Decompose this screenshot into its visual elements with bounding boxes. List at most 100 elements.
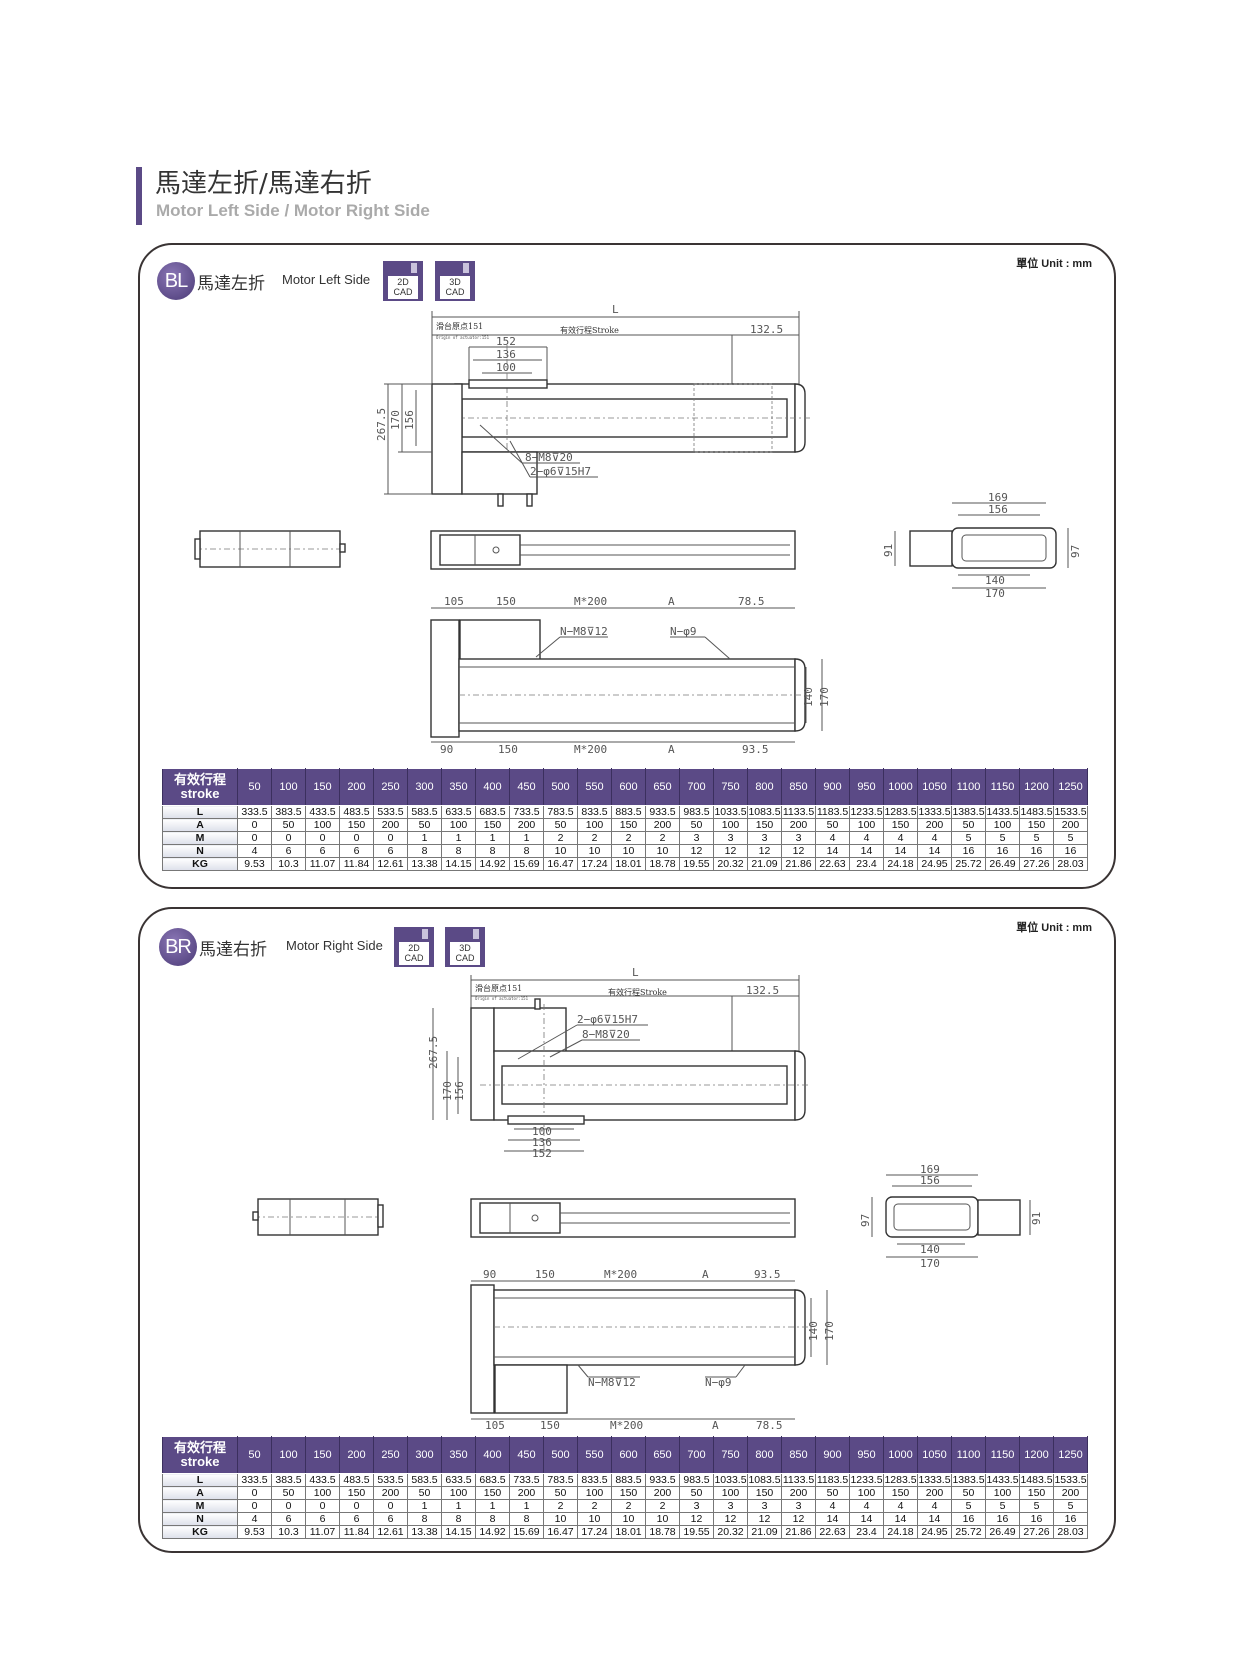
table-cell: 200 xyxy=(645,1486,680,1500)
table-cell: 4 xyxy=(237,844,272,858)
table-cell: 833.5 xyxy=(577,805,612,819)
table-cell: 150 xyxy=(747,818,782,832)
table-cell: 16 xyxy=(1019,844,1054,858)
stroke-header: 800 xyxy=(747,768,782,806)
table-cell: 150 xyxy=(883,1486,918,1500)
dimension-label: 152 xyxy=(496,335,516,348)
table-cell: 1333.5 xyxy=(917,805,952,819)
table-cell: 14.92 xyxy=(475,1525,510,1539)
dimension-label: 有效行程Stroke xyxy=(560,325,619,335)
floppy-icon xyxy=(422,929,428,939)
stroke-header: 850 xyxy=(781,768,816,806)
dimension-label: N−φ9 xyxy=(670,625,697,638)
table-cell: 1 xyxy=(407,1499,442,1513)
table-cell: 6 xyxy=(271,1512,306,1526)
table-cell: 13.38 xyxy=(407,857,442,871)
table-cell: 14 xyxy=(815,844,850,858)
page-title: 馬達左折/馬達右折 xyxy=(155,169,372,199)
table-cell: 0 xyxy=(339,831,374,845)
dimension-label: M*200 xyxy=(574,595,607,608)
table-cell: 16 xyxy=(951,1512,986,1526)
table-cell: 200 xyxy=(1053,1486,1088,1500)
table-cell: 16 xyxy=(1053,844,1088,858)
table-cell: 0 xyxy=(237,1499,272,1513)
side-view-main xyxy=(430,530,796,570)
table-cell: 150 xyxy=(747,1486,782,1500)
stroke-header: 50 xyxy=(237,768,272,806)
stroke-header: 1200 xyxy=(1019,768,1054,806)
table-cell: 733.5 xyxy=(509,1473,544,1487)
table-cell: 5 xyxy=(951,831,986,845)
table-cell: 383.5 xyxy=(271,805,306,819)
stroke-header: 250 xyxy=(373,768,408,806)
table-cell: 16 xyxy=(951,844,986,858)
stroke-header: 100 xyxy=(271,1436,306,1474)
table-cell: 50 xyxy=(679,1486,714,1500)
dimension-label: 136 xyxy=(532,1136,552,1149)
unit-label: 單位 Unit : mm xyxy=(1016,922,1092,934)
stroke-header: 900 xyxy=(815,768,850,806)
table-cell: 6 xyxy=(305,844,340,858)
dim-L: L xyxy=(612,303,619,316)
dimension-label: 2−φ6⊽15H7 xyxy=(577,1013,638,1026)
stroke-header: 50 xyxy=(237,1436,272,1474)
row-label: M xyxy=(162,831,238,845)
table-cell: 100 xyxy=(577,818,612,832)
table-cell: 1383.5 xyxy=(951,805,986,819)
table-cell: 10 xyxy=(645,844,680,858)
stroke-header: 500 xyxy=(543,768,578,806)
table-cell: 50 xyxy=(679,818,714,832)
dimension-label: 136 xyxy=(496,348,516,361)
dimension-label: 150 xyxy=(540,1419,560,1429)
table-cell: 25.72 xyxy=(951,1525,986,1539)
table-cell: 1233.5 xyxy=(849,805,884,819)
dimension-label: 156 xyxy=(403,410,416,430)
bottom-view: 90 150 M*200 A 93.5 N−M8⊽12 N−φ9 140 170… xyxy=(470,1268,836,1429)
table-cell: 633.5 xyxy=(441,805,476,819)
table-cell: 483.5 xyxy=(339,1473,374,1487)
table-cell: 0 xyxy=(305,1499,340,1513)
stroke-header: 1250 xyxy=(1053,768,1088,806)
stroke-header: 1100 xyxy=(951,1436,986,1474)
table-cell: 0 xyxy=(305,831,340,845)
table-cell: 0 xyxy=(271,1499,306,1513)
table-cell: 12.61 xyxy=(373,857,408,871)
table-cell: 14 xyxy=(849,844,884,858)
table-cell: 8 xyxy=(475,844,510,858)
drawing-motor-left: L 滑台原点151 Origin of actuator:151 有效行程Str… xyxy=(194,303,1082,756)
row-label: N xyxy=(162,844,238,858)
dimension-label: 78.5 xyxy=(756,1419,783,1429)
table-cell: 8 xyxy=(475,1512,510,1526)
dimension-label: 267.5 xyxy=(375,408,388,441)
table-cell: 10.3 xyxy=(271,857,306,871)
panel-title-zh: 馬達左折 xyxy=(197,274,265,294)
table-cell: 3 xyxy=(679,1499,714,1513)
dimension-label: 140 xyxy=(985,574,1005,587)
table-cell: 10 xyxy=(611,1512,646,1526)
table-cell: 12 xyxy=(713,1512,748,1526)
stroke-header: 500 xyxy=(543,1436,578,1474)
dimension-label: 150 xyxy=(496,595,516,608)
stroke-header: 850 xyxy=(781,1436,816,1474)
dimension-label: M*200 xyxy=(574,743,607,756)
table-cell: 100 xyxy=(441,1486,476,1500)
drawing-motor-right: L 滑台原点151 Origin of actuator:151 有效行程Str… xyxy=(252,966,1043,1429)
table-cell: 50 xyxy=(815,818,850,832)
table-cell: 733.5 xyxy=(509,805,544,819)
table-cell: 100 xyxy=(713,818,748,832)
stroke-header: 650 xyxy=(645,768,680,806)
table-cell: 18.78 xyxy=(645,1525,680,1539)
stroke-header: 1250 xyxy=(1053,1436,1088,1474)
table-cell: 3 xyxy=(747,831,782,845)
table-cell: 21.09 xyxy=(747,857,782,871)
table-cell: 200 xyxy=(917,1486,952,1500)
table-cell: 5 xyxy=(1019,831,1054,845)
